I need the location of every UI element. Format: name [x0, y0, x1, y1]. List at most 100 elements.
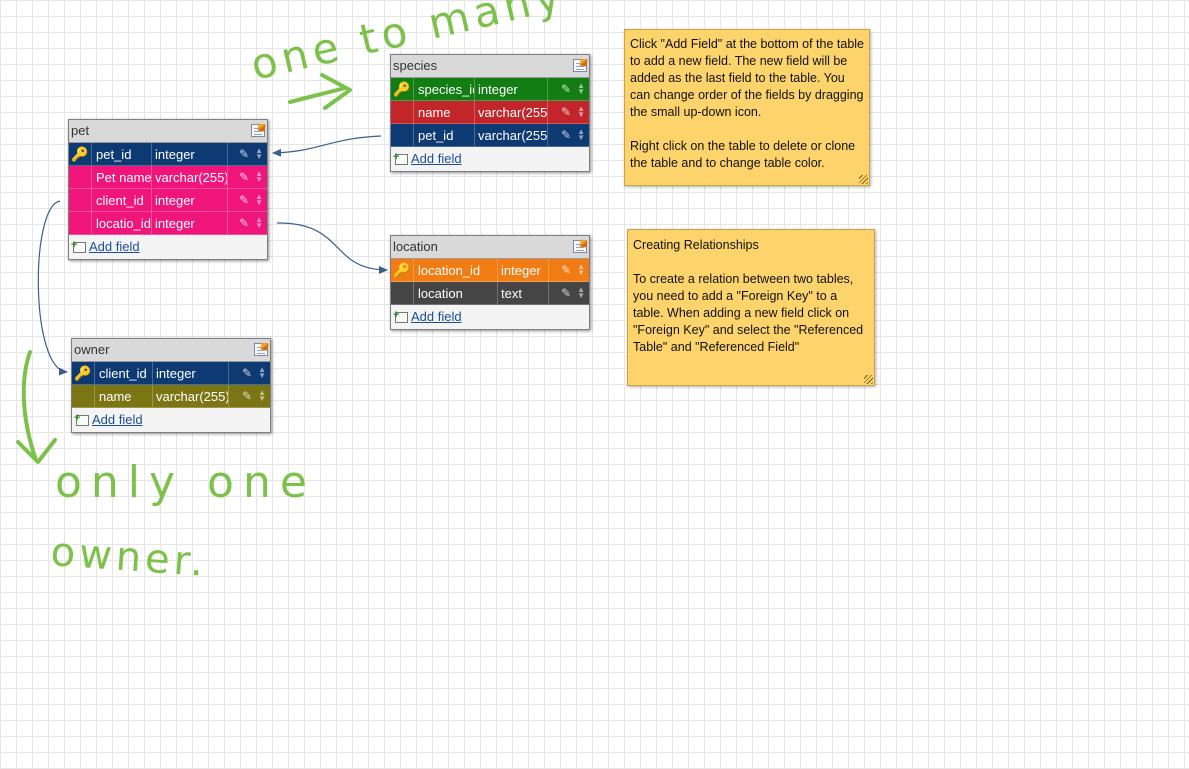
field-type[interactable]: varchar(255) [153, 385, 229, 408]
field-type[interactable]: integer [475, 78, 548, 101]
add-field-link[interactable]: Add field [411, 309, 462, 324]
resize-handle[interactable] [859, 175, 868, 184]
resize-handle[interactable] [864, 375, 873, 384]
add-field-icon[interactable] [393, 303, 408, 327]
field-type[interactable]: varchar(255) [152, 166, 228, 189]
key-cell [69, 166, 92, 189]
add-field-icon[interactable] [74, 406, 89, 430]
field-type[interactable]: integer [152, 212, 228, 235]
handwritten-note-line2: owner. [49, 529, 208, 586]
key-cell [391, 101, 414, 124]
field-name[interactable]: name [414, 101, 475, 124]
field-actions: ✎ ▲▼ [548, 124, 589, 147]
drag-updown-icon[interactable]: ▲▼ [255, 146, 263, 161]
edit-field-icon[interactable]: ✎ [239, 216, 250, 230]
field-name[interactable]: name [95, 385, 153, 408]
edit-field-icon[interactable]: ✎ [242, 389, 253, 403]
drag-updown-icon[interactable]: ▲▼ [258, 365, 266, 380]
add-field-link[interactable]: Add field [92, 412, 143, 427]
relation-connector [272, 135, 382, 157]
edit-table-icon[interactable] [573, 59, 587, 72]
sticky-note-relationships-help[interactable]: Creating Relationships To create a relat… [627, 229, 875, 386]
drag-updown-icon[interactable]: ▲▼ [577, 262, 585, 277]
handwritten-arrow [288, 73, 352, 110]
field-name[interactable]: pet_id [92, 143, 152, 166]
key-cell: 🔑 [69, 143, 92, 166]
table-title-label: owner [74, 342, 110, 357]
edit-table-icon[interactable] [254, 343, 268, 356]
edit-field-icon[interactable]: ✎ [239, 193, 250, 207]
drag-updown-icon[interactable]: ▲▼ [255, 169, 263, 184]
add-field-row[interactable]: Add field [72, 406, 270, 432]
edit-table-icon[interactable] [251, 124, 265, 137]
field-name[interactable]: locatio_id [92, 212, 152, 235]
edit-field-icon[interactable]: ✎ [239, 147, 250, 161]
drag-updown-icon[interactable]: ▲▼ [577, 81, 585, 96]
field-name[interactable]: location_id [414, 259, 498, 282]
table-title[interactable]: pet [69, 120, 267, 143]
primary-key-icon: 🔑 [393, 81, 411, 97]
add-field-icon[interactable] [393, 145, 408, 169]
edit-field-icon[interactable]: ✎ [561, 286, 572, 300]
field-name[interactable]: location [414, 282, 498, 305]
field-type[interactable]: integer [498, 259, 549, 282]
field-name[interactable]: pet_id [414, 124, 475, 147]
add-field-row[interactable]: Add field [69, 233, 267, 259]
add-field-link[interactable]: Add field [89, 239, 140, 254]
field-type[interactable]: varchar(255) [475, 124, 548, 147]
edit-field-icon[interactable]: ✎ [242, 366, 253, 380]
field-type[interactable]: text [498, 282, 549, 305]
sticky-note-fields-help[interactable]: Click "Add Field" at the bottom of the t… [624, 29, 870, 186]
add-field-row[interactable]: Add field [391, 145, 589, 171]
table-title-label: pet [71, 123, 90, 138]
field-type[interactable]: varchar(255) [475, 101, 548, 124]
edit-table-icon[interactable] [573, 240, 587, 253]
key-cell [69, 212, 92, 235]
field-name[interactable]: Pet name [92, 166, 152, 189]
table-title[interactable]: location [391, 236, 589, 259]
field-type[interactable]: integer [153, 362, 229, 385]
drag-updown-icon[interactable]: ▲▼ [577, 285, 585, 300]
drag-updown-icon[interactable]: ▲▼ [577, 104, 585, 119]
key-cell [391, 124, 414, 147]
drag-updown-icon[interactable]: ▲▼ [577, 127, 585, 142]
field-type[interactable]: integer [152, 189, 228, 212]
handwritten-note-line1: only one [55, 457, 316, 508]
edit-field-icon[interactable]: ✎ [561, 128, 572, 142]
table-title[interactable]: species [391, 55, 589, 78]
field-name[interactable]: species_id [414, 78, 475, 101]
key-cell: 🔑 [391, 78, 414, 101]
add-field-icon[interactable] [71, 233, 86, 257]
add-field-row[interactable]: Add field [391, 303, 589, 329]
add-field-link[interactable]: Add field [411, 151, 462, 166]
drag-updown-icon[interactable]: ▲▼ [255, 215, 263, 230]
table-title[interactable]: owner [72, 339, 270, 362]
field-name[interactable]: client_id [92, 189, 152, 212]
drag-updown-icon[interactable]: ▲▼ [258, 388, 266, 403]
field-type[interactable]: integer [152, 143, 228, 166]
note-heading: Creating Relationships [633, 238, 759, 252]
edit-field-icon[interactable]: ✎ [561, 82, 572, 96]
drag-updown-icon[interactable]: ▲▼ [255, 192, 263, 207]
edit-field-icon[interactable]: ✎ [561, 105, 572, 119]
edit-field-icon[interactable]: ✎ [239, 170, 250, 184]
field-actions: ✎ ▲▼ [228, 166, 267, 189]
edit-field-icon[interactable]: ✎ [561, 263, 572, 277]
primary-key-icon: 🔑 [71, 146, 89, 162]
field-name[interactable]: client_id [95, 362, 153, 385]
